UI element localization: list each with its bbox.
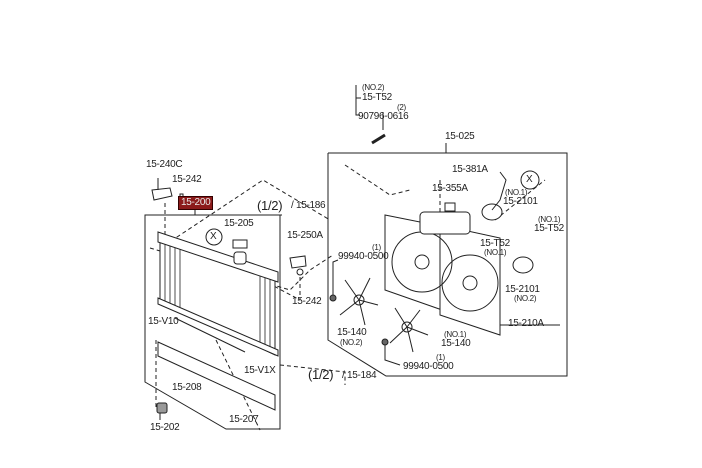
label-no1-140: (NO.1) [444,330,467,339]
label-no2-t52-top: (NO.2) [362,83,385,92]
part-15-t52-right[interactable]: 15-T52 [534,223,564,234]
label-qty-1-a: (1) [372,243,381,252]
label-no1-2101: (NO.1) [505,188,528,197]
part-15-381a[interactable]: 15-381A [452,164,488,175]
part-15-210a[interactable]: 15-210A [508,318,544,329]
part-15-200-highlighted[interactable]: 15-200 [177,196,214,210]
ref-page-186[interactable]: (1/2) [257,198,283,213]
x-marker-left: X [210,231,217,242]
label-no2-140: (NO.2) [340,338,363,347]
part-99940-0500-b[interactable]: 99940-0500 [403,361,454,372]
fan-shroud-drawing [384,202,501,336]
label-no2-2101: (NO.2) [514,294,537,303]
lower-tank-drawing [157,341,276,411]
ref-15-186[interactable]: / 15-186 [291,200,326,211]
fan-blades-drawing [339,277,429,353]
ref-page-184[interactable]: (1/2) [308,367,334,382]
part-15-208[interactable]: 15-208 [172,382,202,393]
part-15-2101-no1[interactable]: 15-2101 [503,196,538,207]
part-15-140-no1[interactable]: 15-140 [441,338,471,349]
part-15-202[interactable]: 15-202 [150,422,180,433]
part-15-v10[interactable]: 15-V10 [148,316,179,327]
part-15-2101-no2[interactable]: 15-2101 [505,284,540,295]
part-15-240c[interactable]: 15-240C [146,159,183,170]
x-marker-right: X [526,174,533,185]
part-15-v1x[interactable]: 15-V1X [244,365,276,376]
part-15-242-top[interactable]: 15-242 [172,174,202,185]
label-no1-t52-right: (NO.1) [538,215,561,224]
part-15-025[interactable]: 15-025 [445,131,475,142]
part-15-t52-top[interactable]: 15-T52 [362,92,392,103]
part-15-207[interactable]: 15-207 [229,414,259,425]
part-15-t52-mid[interactable]: 15-T52 [480,238,510,249]
part-15-205[interactable]: 15-205 [224,218,254,229]
radiator-drawing [157,231,279,357]
part-99940-0500-a[interactable]: 99940-0500 [338,251,389,262]
label-no1-t52-mid: (NO.1) [484,248,507,257]
label-qty-1-b: (1) [436,353,445,362]
part-15-355a[interactable]: 15-355A [432,183,468,194]
fan-group-frame [327,152,568,377]
part-90796-0616[interactable]: 90796-0616 [358,111,409,122]
part-15-140-no2[interactable]: 15-140 [337,327,367,338]
part-15-250a[interactable]: 15-250A [287,230,323,241]
radiator-group-frame [144,214,282,430]
part-15-242-right[interactable]: 15-242 [292,296,322,307]
label-qty-2: (2) [397,103,406,112]
ref-15-184[interactable]: / 15-184 [342,370,377,381]
